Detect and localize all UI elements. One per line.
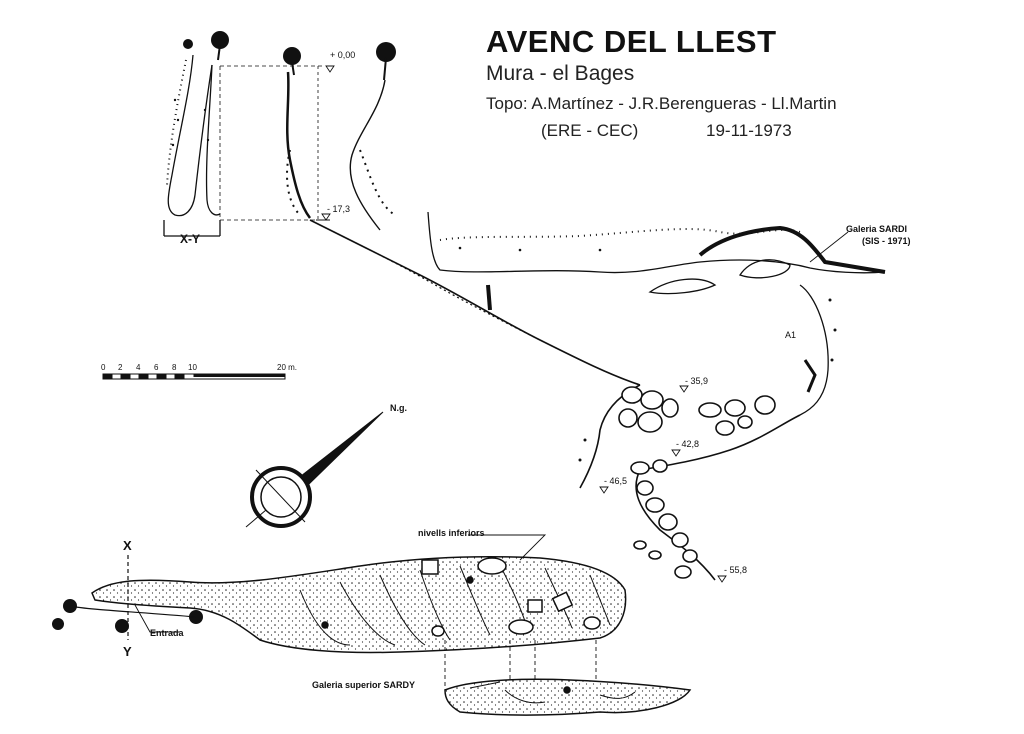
scale-tick: 8 — [172, 363, 177, 372]
galeria-sardi-label: Galeria SARDI — [846, 224, 908, 234]
main-gallery — [309, 211, 886, 416]
galeria-sardi-year-label: (SIS - 1971) — [862, 236, 911, 246]
tree-icons — [52, 31, 396, 633]
xy-cross-section — [163, 54, 325, 237]
boulder-pit — [579, 384, 801, 581]
galeria-superior-label: Galeria superior SARDY — [312, 680, 416, 690]
depth-35: - 35,9 — [685, 376, 709, 386]
y-mark-label: Y — [123, 644, 132, 659]
scale-bar — [102, 373, 286, 380]
scale-tick: 2 — [118, 363, 123, 372]
depth-markers — [321, 65, 727, 583]
depth-46: - 46,5 — [604, 476, 628, 486]
map-credits: Topo: A.Martínez - J.R.Berengueras - Ll.… — [486, 94, 837, 113]
depth-42: - 42,8 — [676, 439, 700, 449]
x-mark-label: X — [123, 538, 132, 553]
scale-tick: 6 — [154, 363, 159, 372]
north-arrow-icon — [245, 411, 384, 528]
entrance-shaft — [286, 71, 396, 231]
scale-tick: 0 — [101, 363, 106, 372]
north-label: N.g. — [390, 403, 407, 413]
depth-17: - 17,3 — [327, 204, 351, 214]
upper-gallery-plan — [444, 640, 692, 716]
map-date: 19-11-1973 — [706, 121, 792, 140]
scale-tick: 4 — [136, 363, 141, 372]
map-organization: (ERE - CEC) — [541, 121, 639, 140]
entrada-label: Entrada — [150, 628, 184, 638]
plan-view — [69, 555, 627, 654]
nivells-inferiors-label: nivells inferiors — [418, 528, 485, 538]
map-location: Mura - el Bages — [486, 62, 635, 85]
leader-lines — [134, 231, 849, 689]
section-xy-label: X-Y — [180, 232, 201, 246]
scale-tick: 20 m. — [277, 363, 298, 372]
a1-label: A1 — [785, 330, 797, 340]
scale-tick: 10 — [188, 363, 197, 372]
map-title: AVENC DEL LLEST — [486, 24, 777, 59]
depth-55: - 55,8 — [724, 565, 748, 575]
wall-rubble — [171, 98, 837, 462]
depth-0: + 0,00 — [330, 50, 356, 60]
